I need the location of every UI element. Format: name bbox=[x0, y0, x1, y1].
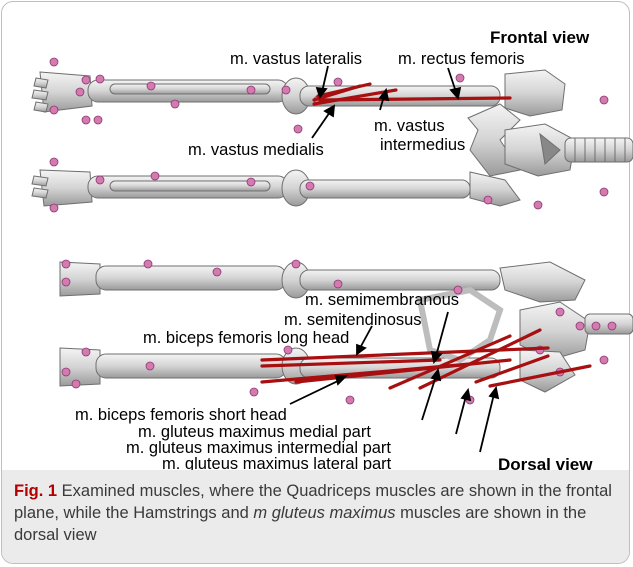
frontal-pelvis bbox=[468, 104, 633, 176]
label-vastus-intermedius-1: m. vastus bbox=[374, 117, 445, 135]
frontal-lower-leg bbox=[32, 170, 520, 206]
label-vastus-medialis: m. vastus medialis bbox=[188, 141, 324, 159]
label-biceps-long: m. biceps femoris long head bbox=[143, 329, 349, 347]
label-rectus-femoris: m. rectus femoris bbox=[398, 50, 525, 68]
caption-label: Fig. 1 bbox=[14, 482, 57, 500]
label-vastus-lateralis: m. vastus lateralis bbox=[230, 50, 362, 68]
label-semitendinosus: m. semitendinosus bbox=[284, 311, 422, 329]
frontal-upper-leg bbox=[32, 70, 565, 116]
skeleton-figure: Frontal view m. vastus lateralis m. rect… bbox=[0, 0, 633, 470]
figure-caption: Fig. 1 Examined muscles, where the Quadr… bbox=[14, 480, 614, 546]
dorsal-view-title: Dorsal view bbox=[498, 455, 593, 470]
label-gluteus-lateral: m. gluteus maximus lateral part bbox=[162, 455, 392, 470]
caption-italic: m gluteus maximus bbox=[253, 504, 395, 522]
label-semimembranosus: m. semimembranous bbox=[305, 291, 459, 309]
frontal-view-title: Frontal view bbox=[490, 28, 590, 47]
label-vastus-intermedius-2: intermedius bbox=[380, 136, 465, 154]
label-biceps-short: m. biceps femoris short head bbox=[75, 406, 287, 424]
